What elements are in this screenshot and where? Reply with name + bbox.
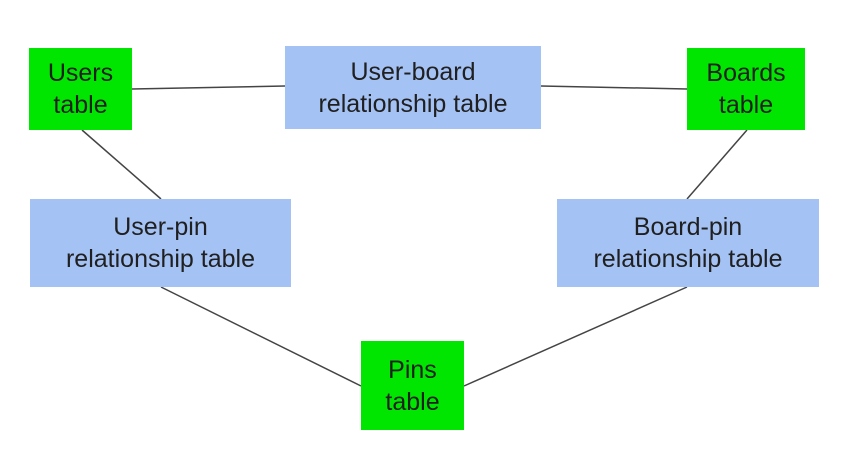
edge-user-board-boards (540, 85, 688, 90)
pins-table-node: Pins table (361, 341, 464, 430)
user-board-label-line1: User-board (350, 57, 476, 86)
pins-table-label-line2: table (385, 387, 440, 416)
board-pin-label-line2: relationship table (593, 245, 783, 273)
user-pin-relationship-node: User-pin relationship table (30, 199, 291, 287)
board-pin-relationship-node: Board-pin relationship table (557, 199, 819, 287)
user-pin-label-line1: User-pin (113, 213, 208, 241)
users-table-node: Users table (29, 48, 132, 130)
edge-board-pin-pins (463, 286, 688, 387)
boards-table-label-line1: Boards (706, 59, 786, 87)
user-board-label-line2: relationship table (318, 89, 508, 118)
edge-user-pin-pins (160, 286, 362, 387)
edge-users-user-board (131, 85, 286, 90)
edge-boards-board-pin (686, 129, 748, 200)
users-table-label-line2: table (53, 91, 108, 119)
edge-users-user-pin (81, 129, 162, 200)
user-pin-label-line2: relationship table (65, 245, 255, 273)
users-table-label-line1: Users (47, 59, 114, 87)
user-board-relationship-node: User-board relationship table (285, 46, 541, 129)
board-pin-label-line1: Board-pin (633, 213, 743, 241)
boards-table-label-line2: table (718, 91, 774, 119)
pins-table-label-line1: Pins (388, 355, 437, 384)
boards-table-node: Boards table (687, 48, 805, 130)
